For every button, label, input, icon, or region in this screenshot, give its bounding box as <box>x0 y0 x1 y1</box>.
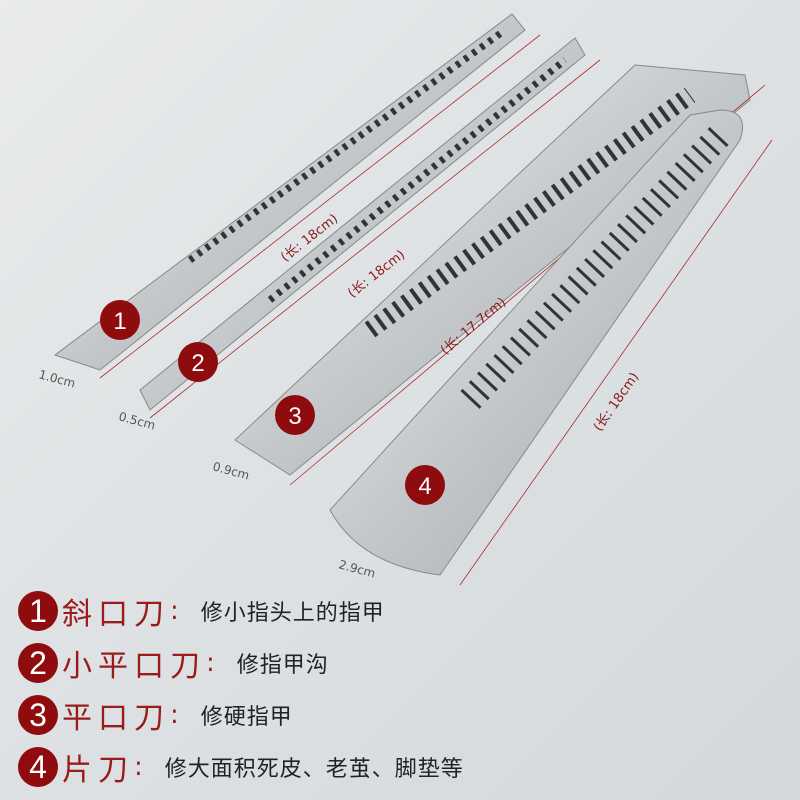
blade-3-badge <box>275 395 315 435</box>
blade-1-badge <box>100 300 140 340</box>
legend-colon: : <box>206 648 215 678</box>
legend-colon: : <box>134 752 143 782</box>
legend-description: 修小指头上的指甲 <box>200 601 385 626</box>
blade-2-badge <box>178 342 218 382</box>
blade-2-width: 0.5cm <box>117 409 157 432</box>
blade-4-number: 4 <box>418 473 431 500</box>
legend-name: 小平口刀 <box>62 649 206 684</box>
blade-4-length: (长: 18cm) <box>591 370 642 434</box>
blade-legend: 1 斜口刀 : 修小指头上的指甲 2 小平口刀 : 修指甲沟 3 平口刀 : 修… <box>18 588 464 796</box>
blade-3-width: 0.9cm <box>211 459 251 482</box>
blade-1-width: 1.0cm <box>37 367 77 390</box>
legend-badge: 1 <box>18 591 58 631</box>
legend-description: 修大面积死皮、老茧、脚垫等 <box>164 757 464 782</box>
legend-colon: : <box>170 700 179 730</box>
blade-3: 3 (长: 17.7cm) 0.9cm <box>211 64 766 486</box>
legend-row-3: 3 平口刀 : 修硬指甲 <box>18 692 464 738</box>
blade-4-width: 2.9cm <box>337 557 377 580</box>
legend-description: 修硬指甲 <box>200 705 293 730</box>
legend-row-2: 2 小平口刀 : 修指甲沟 <box>18 640 464 686</box>
legend-name: 斜口刀 <box>62 597 170 632</box>
blade-4-badge <box>405 465 445 505</box>
legend-badge: 3 <box>18 695 58 735</box>
legend-badge: 2 <box>18 643 58 683</box>
legend-name: 片刀 <box>62 753 134 788</box>
blade-3-number: 3 <box>288 403 301 430</box>
blade-2-number: 2 <box>191 350 204 377</box>
legend-colon: : <box>170 596 179 626</box>
legend-row-1: 1 斜口刀 : 修小指头上的指甲 <box>18 588 464 634</box>
blade-4: 4 (长: 18cm) 2.9cm <box>329 109 773 586</box>
legend-row-4: 4 片刀 : 修大面积死皮、老茧、脚垫等 <box>18 744 464 790</box>
legend-badge: 4 <box>18 747 58 787</box>
legend-description: 修指甲沟 <box>236 653 329 678</box>
blade-1-number: 1 <box>113 308 126 335</box>
legend-name: 平口刀 <box>62 701 170 736</box>
